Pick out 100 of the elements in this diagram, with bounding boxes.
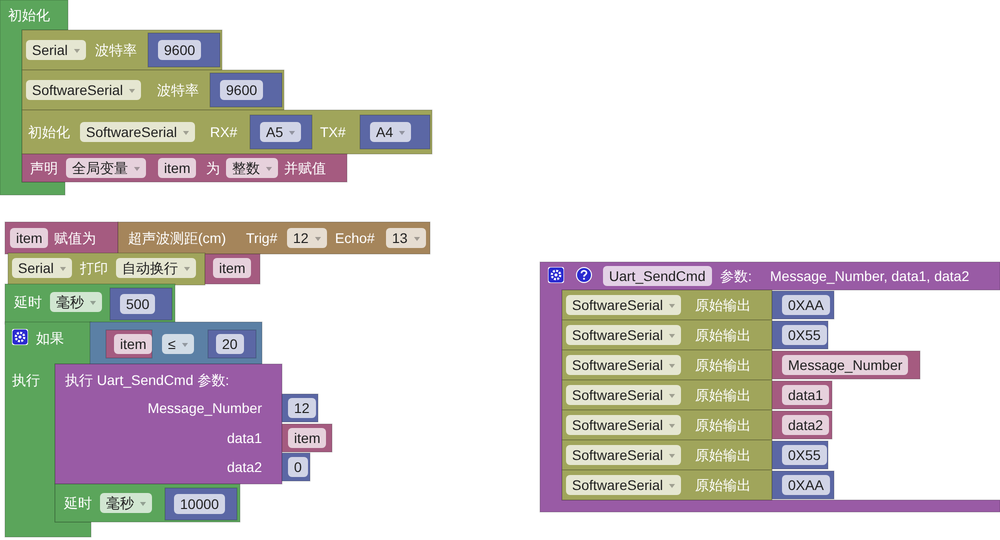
statement-block	[562, 320, 772, 350]
value-field: data2	[782, 415, 830, 435]
value-field: 12	[288, 398, 316, 418]
value-block	[282, 453, 310, 481]
statement-block	[55, 484, 240, 522]
block-label: 延时	[14, 293, 42, 311]
dropdown-field: A4	[370, 122, 412, 142]
dropdown-field: SoftwareSerial	[566, 445, 682, 465]
dropdown-field: A5	[260, 122, 302, 142]
value-block	[360, 115, 430, 149]
statement-block	[5, 284, 175, 324]
value-field: item	[10, 228, 48, 248]
block-label: 声明	[30, 159, 58, 177]
dropdown-field: 自动换行	[116, 258, 196, 278]
value-block	[772, 411, 832, 439]
procedure-call-block	[55, 364, 282, 484]
dropdown-field: Serial	[26, 40, 86, 60]
value-field: 0XAA	[782, 475, 830, 495]
statement-block	[562, 350, 772, 380]
value-block	[282, 394, 318, 422]
dropdown-field: 毫秒	[50, 292, 102, 312]
block-label: Message_Number	[148, 399, 262, 417]
value-block	[205, 254, 260, 284]
block-label: RX#	[210, 123, 238, 141]
statement-block	[562, 470, 772, 500]
block-label: 延时	[64, 494, 92, 512]
dropdown-field: SoftwareSerial	[566, 415, 682, 435]
block-label: 原始输出	[695, 386, 751, 404]
statement-block	[562, 410, 772, 440]
block-label: 原始输出	[695, 296, 751, 314]
statement-block	[562, 290, 772, 320]
value-field: 9600	[220, 80, 264, 100]
dropdown-field: 全局变量	[66, 158, 146, 178]
value-field: item	[288, 428, 326, 448]
value-block	[106, 330, 152, 358]
block-label: 并赋值	[284, 159, 326, 177]
value-field: 0XAA	[782, 295, 830, 315]
statement-block	[22, 110, 432, 154]
block-label: 执行	[12, 371, 40, 389]
block-label: data2	[226, 458, 262, 476]
value-field: 0X55	[782, 445, 827, 465]
value-block	[772, 351, 920, 379]
block-label: 原始输出	[695, 446, 751, 464]
value-block	[772, 441, 828, 469]
value-field: 0X55	[782, 325, 827, 345]
block-label: TX#	[320, 123, 346, 141]
value-block	[118, 222, 430, 254]
dropdown-field: Serial	[12, 258, 72, 278]
statement-block	[562, 380, 772, 410]
block-label: 如果	[36, 329, 64, 347]
dropdown-field: SoftwareSerial	[566, 475, 682, 495]
dropdown-field: 整数	[226, 158, 278, 178]
value-block	[90, 322, 262, 364]
dropdown-field: SoftwareSerial	[26, 80, 142, 100]
block-label: 原始输出	[695, 356, 751, 374]
block-label: 超声波测距(cm)	[128, 229, 226, 247]
value-field: 10000	[174, 494, 225, 514]
value-block	[282, 424, 332, 452]
dropdown-field: SoftwareSerial	[566, 295, 682, 315]
block-label: 执行 Uart_SendCmd 参数:	[65, 371, 230, 389]
value-field: Message_Number	[782, 355, 908, 375]
value-field: 9600	[158, 40, 202, 60]
block-label: 为	[206, 159, 220, 177]
block-label: 赋值为	[54, 229, 96, 247]
block-label: Trig#	[246, 229, 278, 247]
value-block	[165, 488, 237, 520]
value-field: data1	[782, 385, 830, 405]
block-label: 原始输出	[695, 476, 751, 494]
value-block	[208, 330, 256, 358]
block-label: 初始化	[28, 123, 70, 141]
block-label: Echo#	[335, 229, 375, 247]
block-label: 打印	[80, 259, 108, 277]
value-block	[772, 321, 828, 349]
block-label: 原始输出	[695, 416, 751, 434]
dropdown-field: 毫秒	[100, 493, 152, 513]
dropdown-field: 13	[386, 228, 426, 248]
statement-block	[8, 253, 205, 285]
dropdown-field: SoftwareSerial	[80, 122, 196, 142]
if-block	[5, 322, 91, 537]
value-field: 0	[288, 457, 308, 477]
dropdown-field: SoftwareSerial	[566, 355, 682, 375]
value-field: item	[213, 258, 252, 278]
value-block	[210, 73, 282, 107]
statement-block	[22, 154, 347, 182]
block-label: data1	[226, 429, 262, 447]
statement-block	[22, 70, 284, 110]
statement-block	[5, 222, 118, 254]
value-block	[250, 115, 312, 149]
block-label: Message_Number, data1, data2	[770, 267, 970, 285]
dropdown-field: SoftwareSerial	[566, 385, 682, 405]
block-label: 波特率	[157, 81, 199, 99]
block-label: 波特率	[95, 41, 137, 59]
value-block	[148, 33, 220, 67]
dropdown-field: 12	[287, 228, 327, 248]
statement-block	[562, 440, 772, 470]
value-block	[110, 288, 172, 320]
value-field: 20	[216, 334, 244, 354]
statement-block	[22, 30, 222, 70]
value-field: 500	[120, 294, 156, 314]
value-field: Uart_SendCmd	[603, 266, 712, 286]
